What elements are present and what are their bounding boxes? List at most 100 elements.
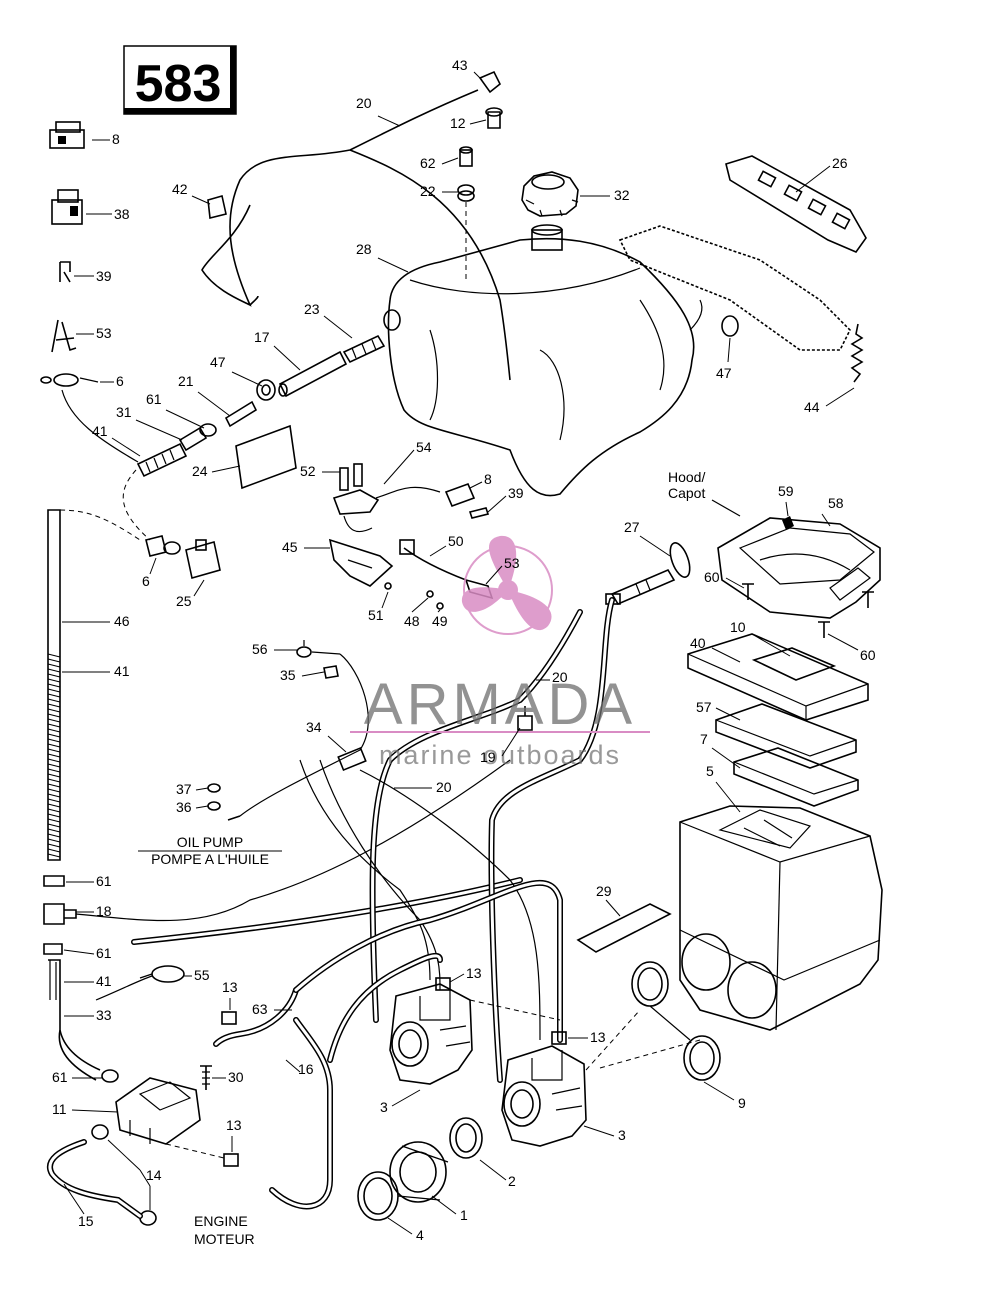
spring-coil xyxy=(47,803,61,808)
callout-label-60b: 60 xyxy=(860,647,876,663)
callout-label-53a: 53 xyxy=(96,325,112,341)
callout-label-13c: 13 xyxy=(590,1029,606,1045)
clamp-13-b-icon xyxy=(221,1011,237,1025)
callout-label-39b: 39 xyxy=(508,485,524,501)
callout-label-9: 9 xyxy=(738,1095,746,1111)
leader-line-54 xyxy=(383,449,415,485)
spring-coil xyxy=(47,798,61,803)
callout-label-61c: 61 xyxy=(96,945,112,961)
caption-engine-fr: MOTEUR xyxy=(194,1231,255,1247)
callout-label-32: 32 xyxy=(614,187,630,203)
callout-label-22: 22 xyxy=(420,183,436,199)
leader-line-57 xyxy=(715,707,741,721)
callout-label-36: 36 xyxy=(176,799,192,815)
spring-coil xyxy=(47,733,61,738)
fitting-56-icon xyxy=(296,640,312,658)
spring-coil xyxy=(47,653,61,658)
callout-label-41c: 41 xyxy=(96,973,112,989)
callout-label-53b: 53 xyxy=(504,555,520,571)
callout-label-31: 31 xyxy=(116,404,132,420)
leader-line-58 xyxy=(821,513,831,527)
leader-line-31 xyxy=(135,419,183,441)
leader-line-34 xyxy=(327,735,347,753)
clamp-61-mid-icon xyxy=(43,875,65,887)
spring-coil xyxy=(47,668,61,673)
hose-33 xyxy=(48,959,101,1081)
leader-line-23 xyxy=(323,315,353,339)
callout-label-51: 51 xyxy=(368,607,384,623)
leader-line-60a xyxy=(725,577,745,589)
clip-37-icon xyxy=(207,783,221,793)
leader-lines xyxy=(62,71,859,1235)
leader-line-61c xyxy=(63,949,95,955)
silencer-port-right xyxy=(727,961,777,1019)
valve-25-icon xyxy=(185,539,221,580)
oil-pump-11 xyxy=(115,1077,201,1145)
screw-60-right-icon xyxy=(862,591,874,608)
spring-coil xyxy=(47,718,61,723)
leader-line-60b xyxy=(827,633,859,651)
armada-logo xyxy=(461,535,553,635)
leader-line-2 xyxy=(479,1159,507,1181)
leader-line-11 xyxy=(71,1109,119,1113)
leader-line-3a xyxy=(391,1089,421,1107)
caption-hood-en: Hood/ xyxy=(668,469,705,485)
callout-label-28: 28 xyxy=(356,241,372,257)
spring-coil xyxy=(47,678,61,683)
callout-label-57: 57 xyxy=(696,699,712,715)
leader-line-14 xyxy=(107,1139,141,1171)
spring-coil xyxy=(47,683,61,688)
leader-line-8b xyxy=(469,481,483,489)
filter-57 xyxy=(715,703,857,769)
callout-label-3a: 3 xyxy=(380,1099,388,1115)
hose-46 xyxy=(47,509,61,861)
vent-62-icon xyxy=(459,146,473,167)
decal-24 xyxy=(235,424,297,490)
fuel-tank-28 xyxy=(387,237,695,497)
spring-coil xyxy=(47,828,61,833)
spring-coil xyxy=(47,778,61,783)
callout-label-13b: 13 xyxy=(466,965,482,981)
watermark-name: ARMADA xyxy=(364,672,636,737)
callout-label-23: 23 xyxy=(304,301,320,317)
leader-line-28 xyxy=(377,257,409,273)
callout-label-5: 5 xyxy=(706,763,714,779)
strap-29 xyxy=(576,903,672,953)
callout-label-29: 29 xyxy=(596,883,612,899)
leader-line-6b xyxy=(149,557,157,575)
callout-label-25: 25 xyxy=(176,593,192,609)
leader-line-50 xyxy=(429,545,447,557)
callout-label-48: 48 xyxy=(404,613,420,629)
spring-coil xyxy=(47,823,61,828)
spring-coil xyxy=(47,833,61,838)
leader-line-40 xyxy=(711,647,741,663)
callout-label-21: 21 xyxy=(178,373,194,389)
callout-label-17: 17 xyxy=(254,329,270,345)
clamp-13-d-icon xyxy=(223,1153,239,1167)
callout-label-43: 43 xyxy=(452,57,468,73)
clip-42-icon xyxy=(207,194,227,219)
callout-label-10: 10 xyxy=(730,619,746,635)
callout-label-58: 58 xyxy=(828,495,844,511)
callout-label-7: 7 xyxy=(700,731,708,747)
callout-label-42: 42 xyxy=(172,181,188,197)
callout-label-13d: 13 xyxy=(226,1117,242,1133)
callout-label-20b: 20 xyxy=(552,669,568,685)
spring-coil xyxy=(47,713,61,718)
spring-coil xyxy=(47,758,61,763)
carburetor-right xyxy=(501,1045,587,1147)
clamp-6-lower-icon xyxy=(145,535,181,557)
callout-label-19: 19 xyxy=(480,749,496,765)
hood-58 xyxy=(717,517,881,619)
callout-label-41a: 41 xyxy=(92,423,108,439)
filter-40 xyxy=(687,633,869,721)
leader-line-37 xyxy=(195,787,209,791)
callout-label-52: 52 xyxy=(300,463,316,479)
spring-coil xyxy=(47,768,61,773)
leader-line-16 xyxy=(285,1059,301,1073)
leader-line-5 xyxy=(715,781,741,813)
callout-label-38: 38 xyxy=(114,206,130,222)
leader-line-7 xyxy=(711,747,741,769)
